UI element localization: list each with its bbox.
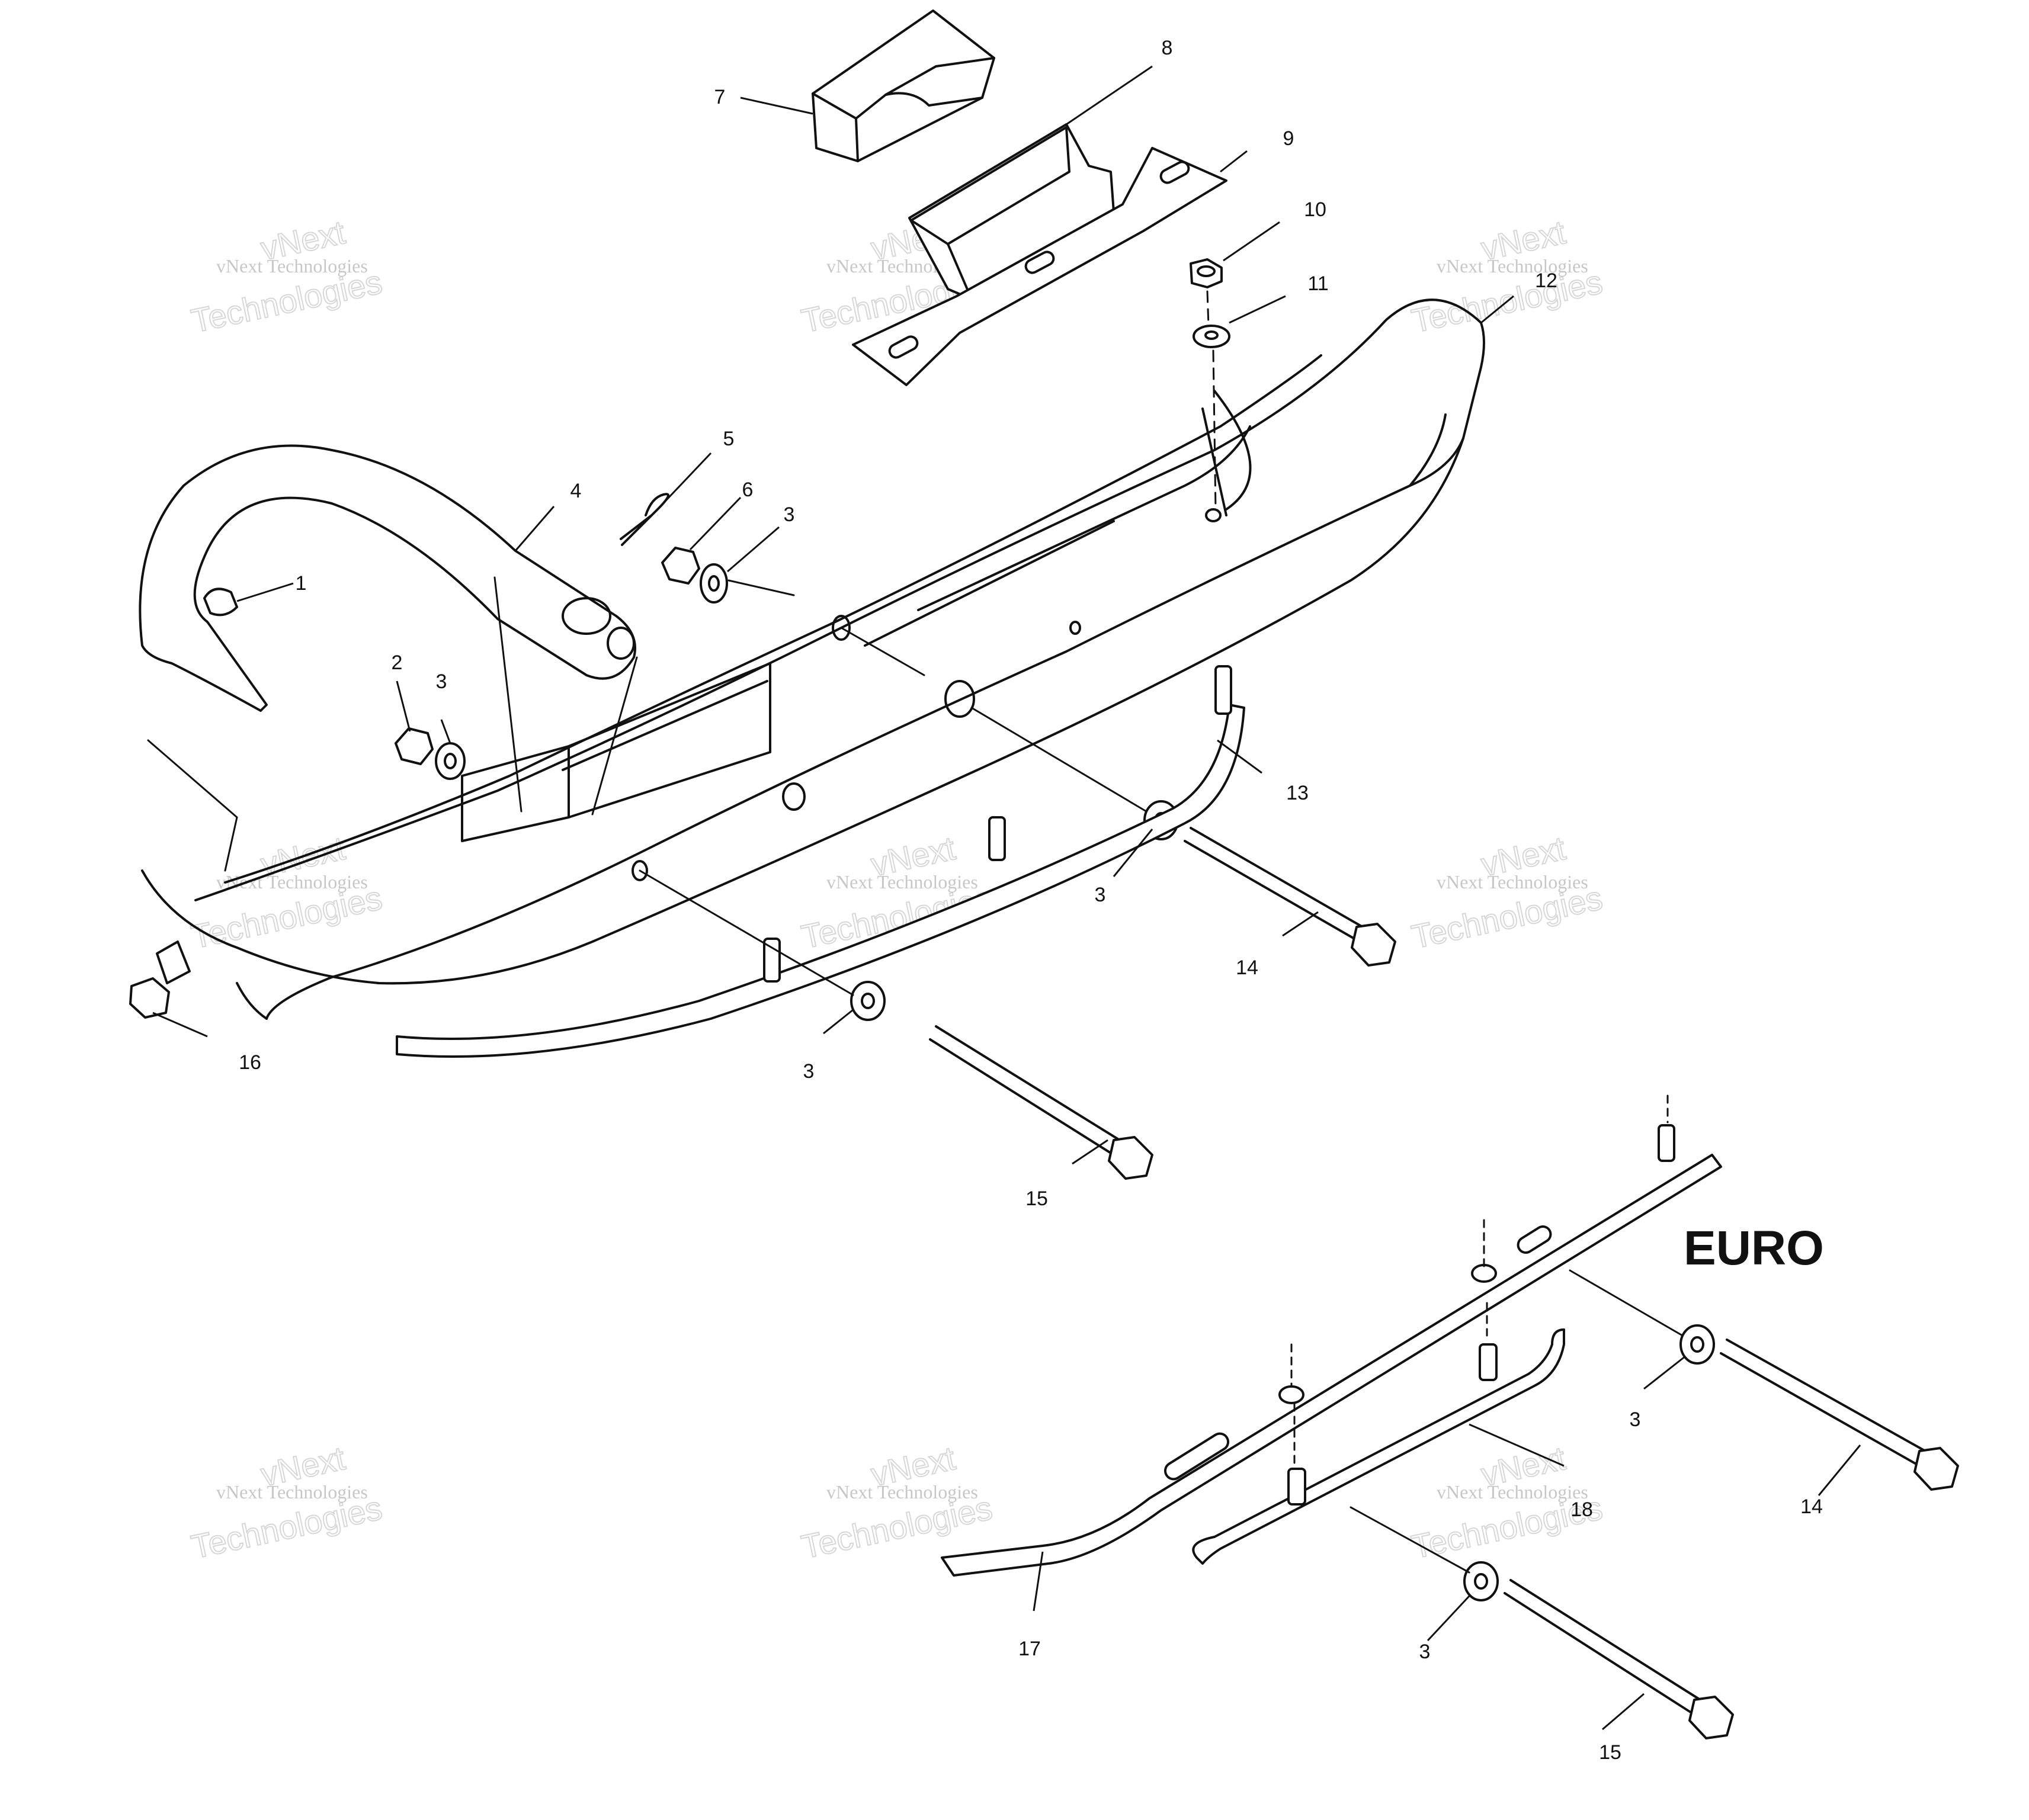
callout-8: 8 [1162,37,1173,59]
callout-12: 12 [1535,269,1557,292]
part-11-washer [1193,325,1230,348]
part-18-euro-runner [1192,1328,1565,1565]
callout-5: 5 [723,428,735,450]
part-6-nut [661,547,700,585]
watermark-text: vNext Technologies [216,1481,368,1503]
callout-4: 4 [570,480,582,502]
callout-13: 13 [1286,782,1309,804]
callout-9: 9 [1283,127,1294,150]
callout-17: 17 [1018,1638,1041,1660]
watermark-text: vNext Technologies [1437,255,1588,277]
part-3-washer-lower [850,981,886,1021]
callout-3-top: 3 [784,503,795,526]
stud-alignment-line [1206,290,1217,511]
part-1-loop-insert [203,588,238,617]
part-8-saddle-bracket [908,123,1115,300]
callout-6: 6 [742,479,754,501]
callout-3-lower: 3 [803,1060,815,1083]
part-10-nut [1190,258,1223,288]
part-3-washer-euro-upper [1679,1324,1715,1365]
part-3-washer-top [700,563,728,604]
watermark-text: vNext Technologies [1437,871,1588,893]
euro-section-label: EURO [1684,1221,1824,1275]
callout-18: 18 [1570,1498,1593,1521]
callout-1: 1 [296,572,307,595]
part-12-ski-body [141,298,1485,1020]
callout-2: 2 [392,651,403,674]
watermark-text: vNext Technologies [826,871,978,893]
callout-11: 11 [1307,272,1328,295]
callout-10: 10 [1304,198,1326,221]
watermark-text: vNext Technologies [826,1481,978,1503]
part-5-cotter-pin [620,493,669,546]
part-7-saddle-cushion [812,9,995,162]
watermark-text: vNext Technologies [216,255,368,277]
part-14-bolt [1184,827,1396,967]
watermark-text: vNext Technologies [216,871,368,893]
part-9-mounting-plate [852,147,1227,386]
part-15-bolt [929,1025,1153,1180]
callout-3-mid: 3 [1095,884,1106,906]
callout-16: 16 [239,1051,261,1074]
callout-3-euro-upper: 3 [1630,1408,1641,1431]
callout-15-euro: 15 [1599,1741,1621,1764]
callout-labels: 7 8 9 10 11 12 5 6 3 4 1 2 3 13 3 14 3 1… [239,37,1824,1764]
part-13-wear-bar [396,665,1245,1058]
callout-14: 14 [1236,956,1258,979]
callout-14-euro: 14 [1800,1495,1823,1518]
part-4-ski-loop [139,444,636,712]
callout-15: 15 [1025,1187,1048,1210]
part-2-nut [395,727,434,765]
callout-3-euro-lower: 3 [1419,1641,1431,1663]
part-15-bolt-euro [1504,1579,1734,1739]
callout-7: 7 [714,86,726,108]
callout-3-left: 3 [436,670,447,693]
part-17-euro-plate [941,1124,1722,1577]
part-3-washer-euro-lower [1463,1561,1499,1601]
part-3-washer-left [435,742,466,780]
part-16-bolt [129,941,191,1019]
watermark-text: vNext Technologies [1437,1481,1588,1503]
leader-lines [147,65,1861,1731]
part-14-bolt-euro [1720,1338,1959,1491]
